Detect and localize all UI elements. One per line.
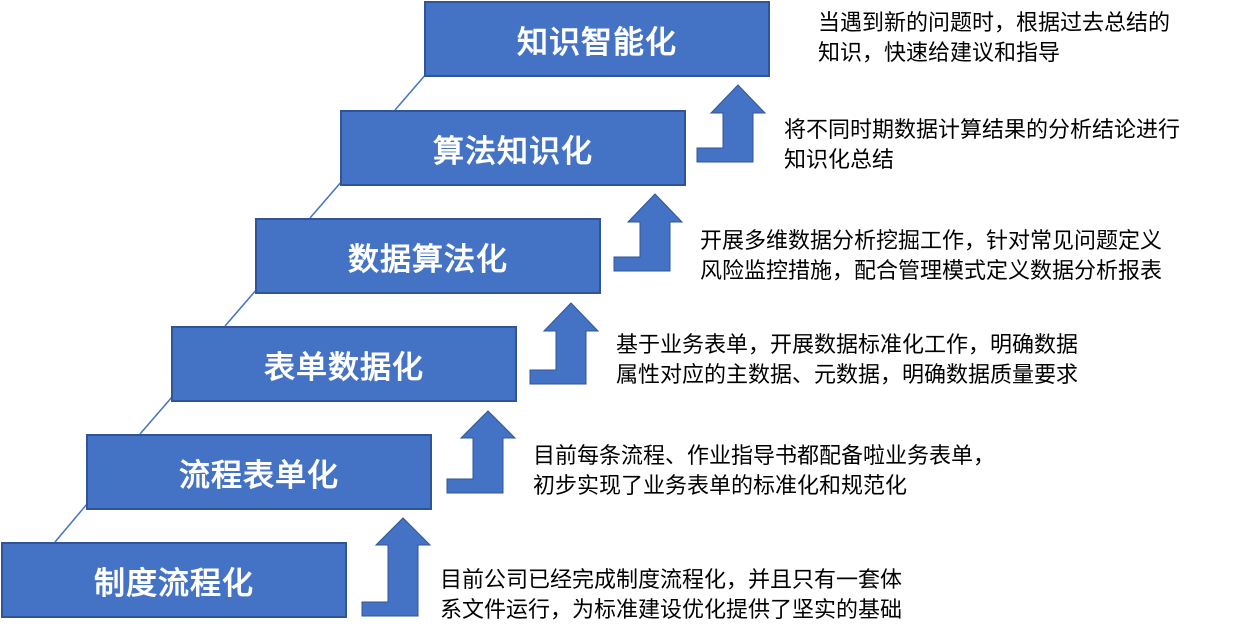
connector-line-3 xyxy=(224,288,258,327)
connector-line-4 xyxy=(309,180,343,219)
bent-up-arrow-icon xyxy=(696,84,767,163)
description-line: 目前公司已经完成制度流程化，并且只有一套体 xyxy=(440,568,903,593)
step-box-3: 表单数据化 xyxy=(171,326,517,402)
connector-line-5 xyxy=(394,72,428,111)
step-description-6: 当遇到新的问题时，根据过去总结的 知识，快速给建议和指导 xyxy=(818,9,1170,69)
description-line: 基于业务表单，开展数据标准化工作，明确数据 xyxy=(616,333,1079,358)
description-line: 开展多维数据分析挖掘工作，针对常见问题定义 xyxy=(700,229,1163,254)
description-line: 风险监控措施，配合管理模式定义数据分析报表 xyxy=(700,259,1163,284)
description-line: 系文件运行，为标准建设优化提供了坚实的基础 xyxy=(440,598,903,623)
bent-up-arrow-icon xyxy=(361,517,432,617)
step-box-1: 制度流程化 xyxy=(1,542,347,618)
description-line: 知识，快速给建议和指导 xyxy=(818,41,1061,66)
bent-up-arrow-icon xyxy=(613,193,684,272)
description-line: 目前每条流程、作业指导书都配备啦业务表单， xyxy=(533,444,996,469)
step-box-5: 算法知识化 xyxy=(340,110,686,186)
description-line: 将不同时期数据计算结果的分析结论进行 xyxy=(784,118,1181,143)
bent-up-arrow-icon xyxy=(529,302,600,385)
description-line: 属性对应的主数据、元数据，明确数据质量要求 xyxy=(616,363,1079,388)
description-line: 当遇到新的问题时，根据过去总结的 xyxy=(818,11,1171,36)
step-box-2: 流程表单化 xyxy=(86,434,432,510)
step-description-1: 目前公司已经完成制度流程化，并且只有一套体 系文件运行，为标准建设优化提供了坚实… xyxy=(440,566,902,626)
bent-up-arrow-icon xyxy=(446,410,517,494)
step-description-5: 将不同时期数据计算结果的分析结论进行 知识化总结 xyxy=(784,116,1180,176)
step-box-4: 数据算法化 xyxy=(255,218,601,294)
description-line: 知识化总结 xyxy=(784,148,895,173)
step-description-3: 基于业务表单，开展数据标准化工作，明确数据 属性对应的主数据、元数据，明确数据质… xyxy=(616,331,1078,391)
step-box-6: 知识智能化 xyxy=(424,1,770,77)
description-line: 初步实现了业务表单的标准化和规范化 xyxy=(533,474,908,499)
connector-line-2 xyxy=(139,396,173,435)
connector-line-1 xyxy=(54,503,88,543)
step-description-2: 目前每条流程、作业指导书都配备啦业务表单， 初步实现了业务表单的标准化和规范化 xyxy=(533,442,995,502)
step-description-4: 开展多维数据分析挖掘工作，针对常见问题定义 风险监控措施，配合管理模式定义数据分… xyxy=(700,227,1162,287)
